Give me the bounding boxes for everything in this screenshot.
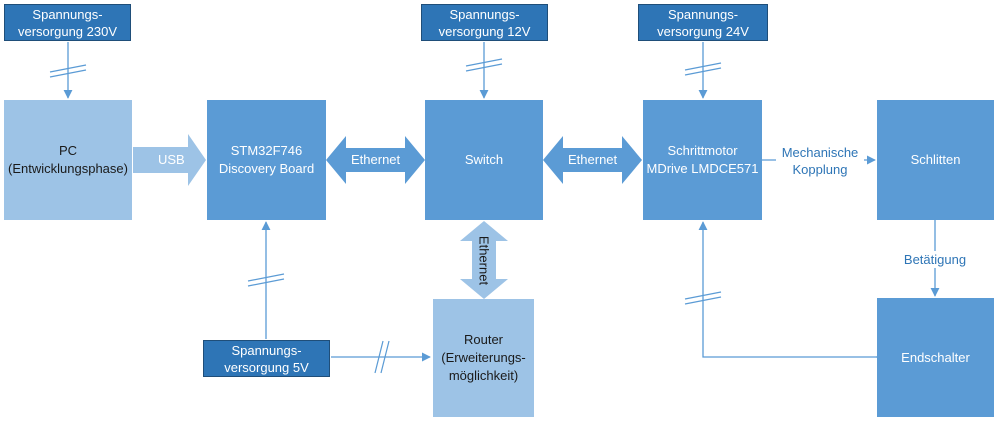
switch-block: Switch bbox=[425, 100, 543, 220]
ethernet-label-stm-switch: Ethernet bbox=[351, 152, 401, 167]
ethernet-arrow-switch-motor bbox=[543, 136, 642, 184]
ethernet-label-switch-motor: Ethernet bbox=[568, 152, 618, 167]
supply-5v-block: Spannungs- versorgung 5V bbox=[203, 340, 330, 377]
supply-230v-block: Spannungs- versorgung 230V bbox=[4, 4, 131, 41]
schlitten-block: Schlitten bbox=[877, 100, 994, 220]
router-block: Router (Erweiterungs- möglichkeit) bbox=[433, 299, 534, 417]
ethernet-arrow-switch-router bbox=[460, 221, 508, 299]
supply-24v-block: Spannungs- versorgung 24V bbox=[638, 4, 768, 41]
ethernet-arrow-stm-switch bbox=[326, 136, 425, 184]
cable-marker-24v bbox=[684, 62, 722, 76]
cable-marker-endschalter bbox=[684, 291, 722, 305]
usb-arrow bbox=[133, 134, 206, 186]
pc-block: PC (Entwicklungsphase) bbox=[4, 100, 132, 220]
stepper-motor-block: Schrittmotor MDrive LMDCE571 bbox=[643, 100, 762, 220]
line-endschalter-to-motor bbox=[698, 221, 885, 362]
cable-marker-12v bbox=[465, 58, 503, 72]
cable-marker-5v-router bbox=[374, 340, 390, 374]
endschalter-block: Endschalter bbox=[877, 298, 994, 417]
supply-12v-block: Spannungs- versorgung 12V bbox=[421, 4, 548, 41]
cable-marker-230v bbox=[49, 64, 87, 78]
mechanical-coupling-label: Mechanische Kopplung bbox=[776, 144, 864, 178]
ethernet-label-switch-router: Ethernet bbox=[476, 235, 492, 286]
cable-marker-5v-stm bbox=[247, 273, 285, 287]
stm32-board-block: STM32F746 Discovery Board bbox=[207, 100, 326, 220]
usb-label: USB bbox=[158, 152, 185, 167]
actuation-label: Betätigung bbox=[898, 251, 972, 268]
